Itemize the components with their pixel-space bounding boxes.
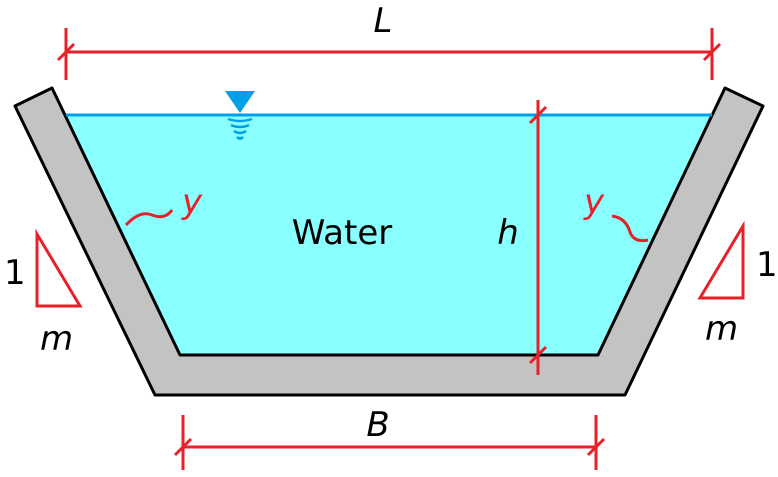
label-slope-1-left: 1	[4, 253, 26, 293]
label-h: h	[497, 213, 519, 253]
dimension-h: h	[497, 100, 548, 375]
channel-wall	[13, 86, 765, 397]
slope-triangle-right	[697, 220, 745, 300]
label-slope-1-right: 1	[756, 245, 778, 285]
label-B: B	[366, 405, 389, 445]
label-water: Water	[292, 213, 393, 253]
label-y-left: y	[181, 182, 203, 222]
leader-y-left	[124, 209, 174, 227]
dimension-B: B	[173, 405, 606, 470]
leader-y-right	[611, 214, 649, 243]
water-surface-symbol	[225, 91, 255, 140]
dimension-L: L	[56, 1, 722, 80]
water-body	[66, 115, 712, 355]
label-slope-m-left: m	[40, 319, 73, 359]
label-slope-m-right: m	[705, 309, 738, 349]
slope-triangle-left	[35, 228, 83, 308]
label-L: L	[374, 1, 393, 41]
label-y-right: y	[583, 182, 605, 222]
